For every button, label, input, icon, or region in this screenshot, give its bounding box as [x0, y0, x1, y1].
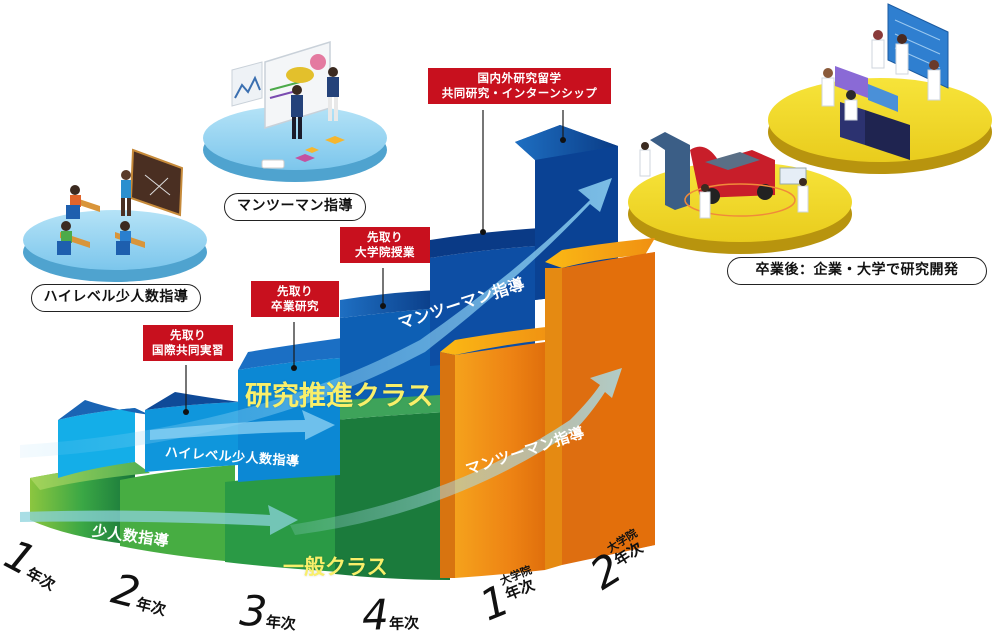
milestone-tag-overseas-research-internship: 国内外研究留学 共同研究・インターンシップ [428, 68, 611, 104]
general-arrow [20, 368, 622, 535]
research-platforms [628, 3, 992, 254]
tag-connectors [185, 110, 564, 412]
year-label-4: 4年次 [361, 589, 419, 637]
milestone-tag-early-graduate-classes: 先取り 大学院授業 [340, 227, 430, 263]
milestone-line2: 大学院授業 [355, 245, 415, 259]
milestone-line2: 国際共同実習 [152, 343, 224, 357]
year-label-3: 3年次 [238, 586, 299, 637]
milestone-tag-early-graduation-research: 先取り 卒業研究 [251, 281, 339, 317]
graduate-steps [440, 238, 655, 578]
tag-connector-dots [183, 137, 566, 415]
platform-label-one-on-one: マンツーマン指導 [224, 193, 366, 221]
milestone-line2: 共同研究・インターンシップ [441, 86, 598, 100]
milestone-line1: 国内外研究留学 [477, 71, 562, 85]
research-arrow-short [150, 410, 335, 440]
year-suffix: 年次 [134, 594, 168, 620]
platform-label-after-graduation: 卒業後：企業・大学で研究開発 [727, 257, 987, 285]
year-number: 4 [361, 590, 390, 637]
general-class-title: 一般クラス [283, 555, 388, 579]
milestone-line1: 先取り [367, 230, 403, 244]
classroom-platform [23, 148, 207, 282]
year-suffix: 年次 [265, 612, 297, 634]
milestone-tag-intl-joint-practice: 先取り 国際共同実習 [143, 325, 233, 361]
milestone-line1: 先取り [277, 284, 313, 298]
mentoring-platform [203, 40, 387, 182]
milestone-line2: 卒業研究 [271, 299, 319, 313]
milestone-line1: 先取り [170, 328, 206, 342]
research-class-title: 研究推進クラス [245, 381, 434, 412]
year-suffix: 年次 [388, 614, 420, 634]
platform-label-high-level-small-group: ハイレベル少人数指導 [31, 284, 201, 312]
